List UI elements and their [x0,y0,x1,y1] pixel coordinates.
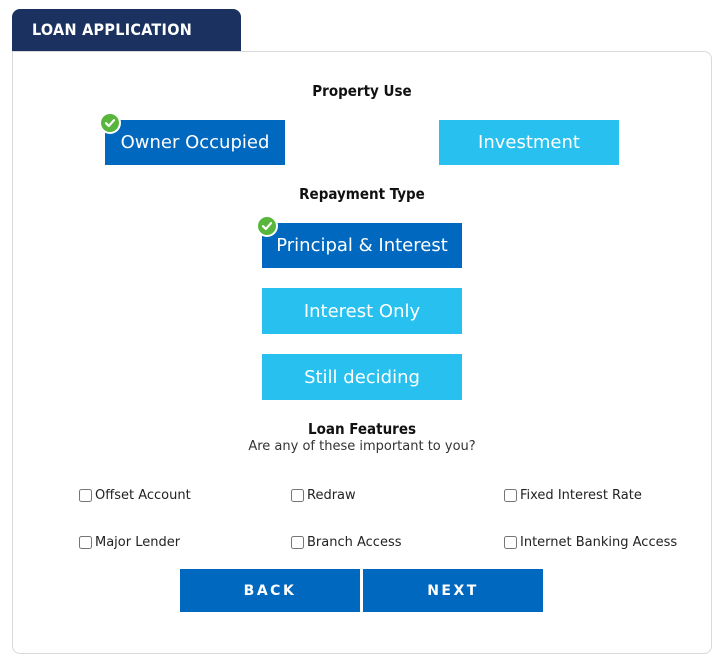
loan-features-heading: Loan Features [307,420,417,438]
still-deciding-label: Still deciding [304,366,420,388]
offset-account-option[interactable]: Offset Account [79,488,191,503]
loan-features-subheading: Are any of these important to you? [248,439,476,454]
fixed-interest-rate-option[interactable]: Fixed Interest Rate [504,488,642,503]
next-button[interactable]: NEXT [363,569,543,612]
principal-interest-button[interactable]: Principal & Interest [256,215,462,268]
redraw-option[interactable]: Redraw [291,488,356,503]
investment-button[interactable]: Investment [439,120,619,165]
major-lender-option[interactable]: Major Lender [79,535,180,550]
offset-account-checkbox[interactable] [79,489,92,502]
redraw-label: Redraw [307,488,356,503]
check-icon [99,112,121,134]
principal-interest-label: Principal & Interest [276,235,448,256]
major-lender-checkbox[interactable] [79,536,92,549]
major-lender-label: Major Lender [95,535,181,550]
back-label: BACK [243,582,297,599]
fixed-interest-rate-checkbox[interactable] [504,489,517,502]
owner-occupied-label: Owner Occupied [120,132,270,153]
check-icon [256,215,278,237]
investment-label: Investment [478,132,580,153]
branch-access-checkbox[interactable] [291,536,304,549]
internet-banking-access-label: Internet Banking Access [520,535,678,550]
redraw-checkbox[interactable] [291,489,304,502]
offset-account-label: Offset Account [95,488,191,503]
branch-access-option[interactable]: Branch Access [291,535,402,550]
interest-only-button[interactable]: Interest Only [262,288,462,334]
repayment-type-heading: Repayment Type [299,185,425,203]
interest-only-label: Interest Only [303,300,421,322]
fixed-interest-rate-label: Fixed Interest Rate [520,488,642,503]
form-panel: Property Use Owner Occupied Investment R… [12,51,712,654]
internet-banking-access-checkbox[interactable] [504,536,517,549]
owner-occupied-button[interactable]: Owner Occupied [99,112,285,165]
back-button[interactable]: BACK [180,569,360,612]
form-title-tab: LOAN APPLICATION FORM [12,9,241,81]
internet-banking-access-option[interactable]: Internet Banking Access [504,535,677,550]
property-use-heading: Property Use [312,82,412,100]
next-label: NEXT [427,582,479,599]
branch-access-label: Branch Access [307,535,402,550]
still-deciding-button[interactable]: Still deciding [262,354,462,400]
